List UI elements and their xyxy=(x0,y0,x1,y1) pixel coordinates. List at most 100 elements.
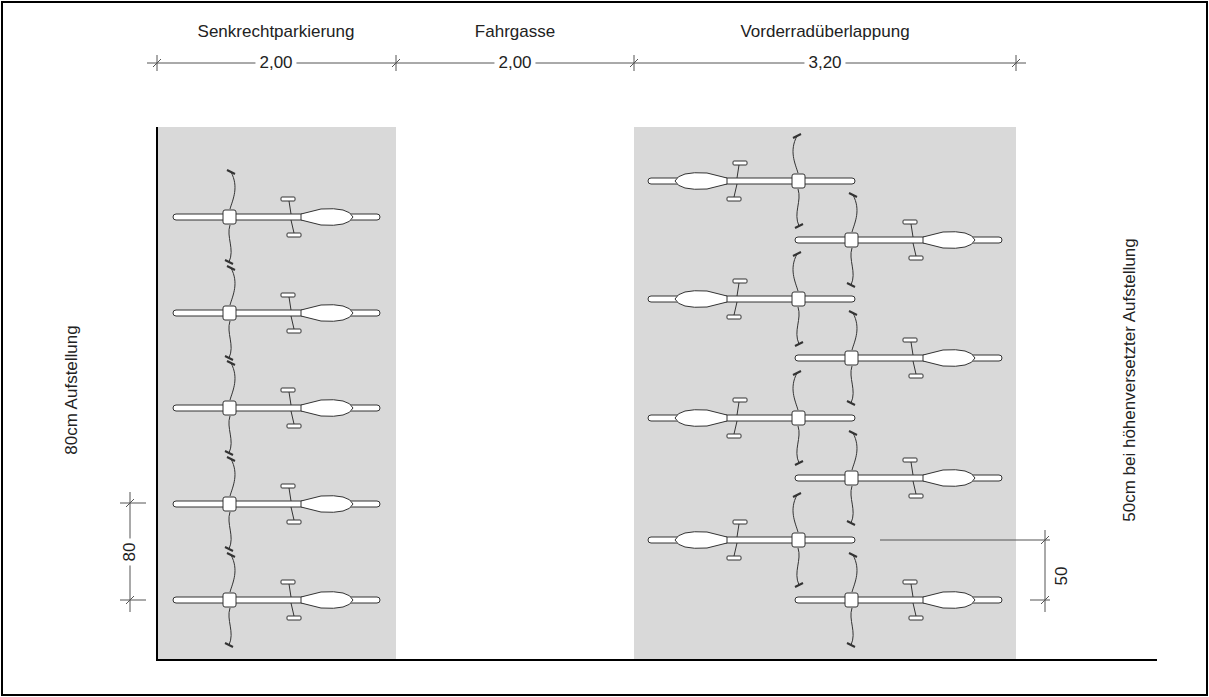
bicycle-saddle xyxy=(675,410,727,427)
dimension-tick xyxy=(126,499,134,507)
dimension-note: 50cm bei höhenversetzter Aufstellung xyxy=(1121,234,1140,526)
dimension-tick xyxy=(153,59,161,67)
bicycle-saddle xyxy=(923,350,975,367)
bicycle-pedal xyxy=(727,197,741,201)
bicycle-pedal xyxy=(287,233,301,237)
bicycle-saddle xyxy=(675,532,727,549)
bicycle xyxy=(648,252,855,346)
bicycle-pedal xyxy=(727,434,741,438)
dimension-tick xyxy=(630,59,638,67)
bicycle-saddle xyxy=(675,173,727,190)
bicycle-saddle xyxy=(675,291,727,308)
dimension-value: 50 xyxy=(1053,563,1072,590)
bicycle xyxy=(795,553,1002,647)
dimension-tick xyxy=(392,59,400,67)
bicycle-crank xyxy=(289,201,294,233)
bicycle-stem xyxy=(223,497,236,511)
bicycle xyxy=(173,553,380,647)
bicycle-saddle xyxy=(923,232,975,249)
bicycle-stem xyxy=(792,292,805,306)
bicycle-crank xyxy=(911,462,916,494)
bicycle-saddle xyxy=(301,305,353,322)
bicycle-stem xyxy=(845,471,858,485)
bicycle-stem xyxy=(845,593,858,607)
bicycle-pedal xyxy=(287,329,301,333)
bicycle xyxy=(173,170,380,264)
bicycle-pedal xyxy=(733,520,747,524)
bicycle xyxy=(648,134,855,228)
bicycle-crank xyxy=(289,584,294,616)
bicycle-stem xyxy=(223,593,236,607)
dimension-tick xyxy=(126,596,134,604)
bicycle-pedal xyxy=(909,616,923,620)
bicycle-pedal xyxy=(727,315,741,319)
wall-line xyxy=(156,127,158,661)
bicycle xyxy=(795,431,1002,525)
bicycle-crank xyxy=(289,297,294,329)
dimension-value: 2,00 xyxy=(255,54,296,73)
dimension-value: 80 xyxy=(121,539,140,566)
bicycle xyxy=(795,311,1002,405)
bicycle-group xyxy=(173,134,1002,647)
bicycle-pedal xyxy=(909,494,923,498)
bicycle-saddle xyxy=(301,400,353,417)
bicycle xyxy=(173,266,380,360)
bicycle-stem xyxy=(223,306,236,320)
bicycle xyxy=(173,457,380,551)
bicycle-pedal xyxy=(903,338,917,342)
bicycle-pedal xyxy=(909,256,923,260)
bicycle-crank xyxy=(911,584,916,616)
dimension-note: 80cm Aufstellung xyxy=(63,321,82,458)
bicycle xyxy=(648,371,855,465)
bicycle-pedal xyxy=(727,556,741,560)
bicycle-pedal xyxy=(733,398,747,402)
bicycle-pedal xyxy=(281,580,295,584)
bicycle-saddle xyxy=(301,209,353,226)
dimension-tick xyxy=(1030,600,1050,601)
bicycle-crank xyxy=(289,392,294,424)
bicycle-pedal xyxy=(281,484,295,488)
bicycle-pedal xyxy=(287,424,301,428)
ground-line xyxy=(156,659,1157,661)
area-heading: Senkrechtparkierung xyxy=(194,23,359,42)
bicycle-saddle xyxy=(923,592,975,609)
bicycle xyxy=(173,361,380,455)
area-heading: Fahrgasse xyxy=(471,23,559,42)
bicycle-pedal xyxy=(909,374,923,378)
dimension-tick xyxy=(120,600,146,601)
bicycle-stem xyxy=(845,351,858,365)
bicycle xyxy=(648,493,855,587)
area-heading: Vorderradüberlappung xyxy=(736,23,913,42)
bicycle-crank xyxy=(734,524,739,556)
bicycle-saddle xyxy=(923,470,975,487)
bicycle-crank xyxy=(911,342,916,374)
leader-line xyxy=(880,540,1050,541)
bicycle-pedal xyxy=(733,279,747,283)
bicycle-stem xyxy=(792,533,805,547)
bicycle-saddle xyxy=(301,496,353,513)
bicycle-crank xyxy=(911,224,916,256)
bicycle-saddle xyxy=(301,592,353,609)
bicycle-stem xyxy=(223,210,236,224)
dimension-value: 2,00 xyxy=(494,54,535,73)
bicycle-stem xyxy=(792,174,805,188)
bicycle-pedal xyxy=(903,580,917,584)
bicycle-pedal xyxy=(281,197,295,201)
bicycle-pedal xyxy=(287,520,301,524)
bicycle-pedal xyxy=(281,388,295,392)
bicycle-pedal xyxy=(287,616,301,620)
bicycle-crank xyxy=(289,488,294,520)
bicycle-pedal xyxy=(903,458,917,462)
bicycle-crank xyxy=(734,402,739,434)
bicycle-stem xyxy=(792,411,805,425)
dimension-line xyxy=(120,492,146,612)
bicycle-crank xyxy=(734,165,739,197)
dimension-tick xyxy=(120,503,146,504)
dimension-value: 3,20 xyxy=(804,54,845,73)
bicycle-stem xyxy=(845,233,858,247)
dimension-tick xyxy=(1012,59,1020,67)
bicycle-pedal xyxy=(281,293,295,297)
parking-area xyxy=(157,127,396,660)
bicycle-stem xyxy=(223,401,236,415)
